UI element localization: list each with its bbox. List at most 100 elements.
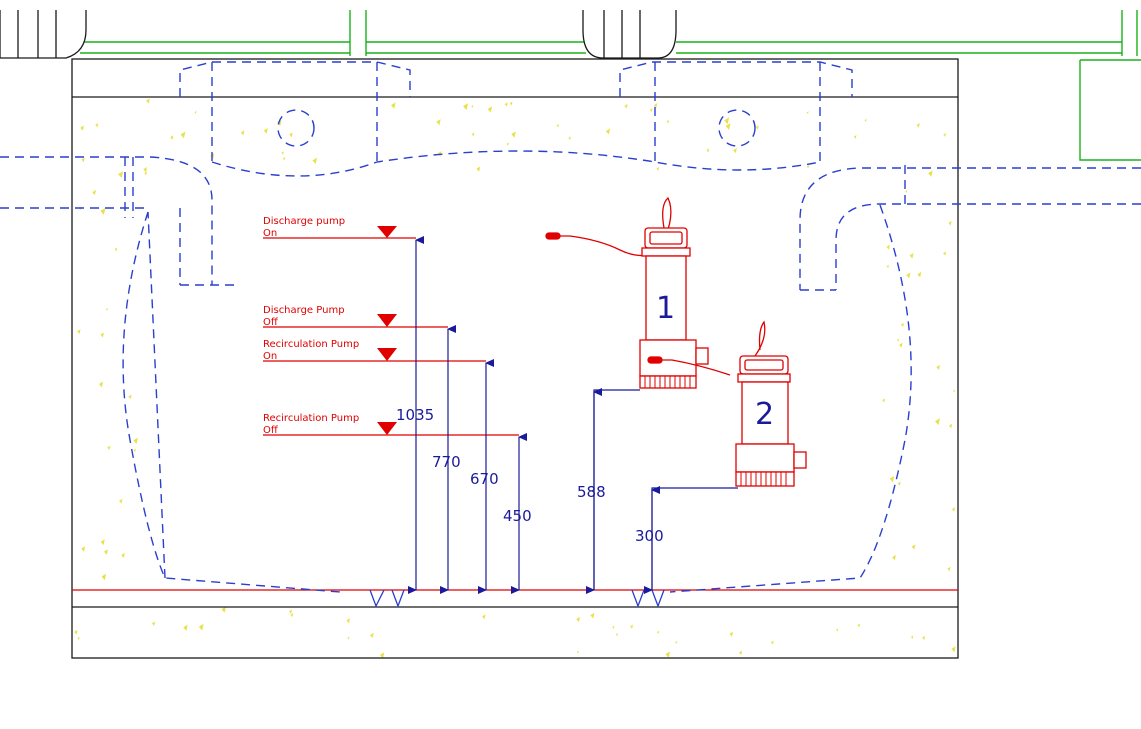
pump-1-label: 1 (656, 291, 675, 326)
pump-2 (735, 320, 807, 487)
green-pipes (80, 10, 1141, 161)
speckle (81, 157, 85, 163)
speckle (100, 332, 104, 338)
speckle (864, 118, 867, 122)
speckle (886, 264, 889, 269)
speckle (899, 342, 903, 348)
speckle (556, 123, 559, 128)
speckle (240, 130, 245, 136)
speckle (198, 623, 204, 631)
speckle (390, 102, 396, 109)
speckle (675, 641, 678, 644)
level-marker-icon (377, 348, 397, 361)
level-label-discharge-off: Discharge Pump (263, 305, 345, 316)
speckle (369, 632, 374, 639)
speckle (74, 629, 78, 635)
speckle (943, 133, 947, 137)
chamber-outline (71, 58, 959, 659)
speckle (568, 136, 571, 141)
dimension-lines (408, 236, 738, 594)
dim-recirc-off: 450 (503, 507, 532, 525)
speckle (615, 633, 618, 637)
speckle (909, 253, 914, 259)
speckle (511, 131, 516, 138)
speckle (576, 616, 580, 623)
speckle (948, 221, 952, 226)
speckle (290, 612, 294, 618)
level-state-discharge-on: On (263, 228, 277, 239)
speckle (653, 103, 658, 108)
speckle (951, 646, 956, 653)
speckle (146, 98, 150, 104)
speckle (476, 166, 481, 172)
level-marker-icon (377, 422, 397, 435)
speckle (346, 618, 351, 624)
speckle (666, 119, 670, 124)
speckle (612, 625, 615, 629)
speckle (857, 623, 861, 628)
speckle (665, 651, 671, 658)
speckle (928, 170, 933, 177)
level-recirc-on: Recirculation Pump On (263, 339, 486, 362)
pump-1 (545, 196, 731, 389)
level-discharge-on: Discharge pump On (263, 216, 416, 239)
speckle (835, 628, 839, 632)
hidden-tank-outline (0, 61, 1141, 593)
dimension-labels: 1035 770 670 450 588 300 (396, 406, 664, 545)
speckle (81, 546, 86, 552)
speckle (886, 244, 890, 250)
level-label-recirc-on: Recirculation Pump (263, 339, 359, 350)
dim-discharge-off: 770 (432, 453, 461, 471)
speckle (943, 251, 947, 256)
speckle (951, 507, 956, 512)
speckle (128, 394, 132, 400)
speckle (95, 123, 99, 128)
level-state-recirc-off: Off (263, 425, 279, 436)
speckle (170, 135, 174, 140)
speckle (900, 322, 904, 327)
speckle (733, 148, 737, 154)
level-switches: Discharge pump On Discharge Pump Off Rec… (263, 216, 519, 436)
speckle (114, 247, 118, 252)
level-marker-icon (377, 314, 397, 327)
speckle (77, 636, 80, 640)
speckle (487, 106, 493, 113)
speckle (806, 111, 809, 115)
speckle (911, 544, 916, 550)
speckle (347, 636, 350, 640)
pump-2-label: 2 (755, 397, 774, 432)
speckle (504, 102, 508, 107)
speckle (896, 338, 900, 342)
manhole-cover-left (0, 10, 87, 59)
level-state-recirc-on: On (263, 351, 277, 362)
speckle (107, 445, 111, 450)
speckle (98, 381, 104, 388)
speckle (889, 475, 895, 483)
manhole-cover-right (582, 10, 677, 59)
speckle (905, 189, 908, 194)
speckle (706, 148, 710, 153)
speckle (806, 164, 810, 169)
speckle (576, 650, 579, 654)
speckle (143, 167, 148, 173)
speckle (312, 157, 318, 164)
speckle (897, 481, 901, 486)
speckle (910, 635, 914, 639)
speckle (282, 157, 286, 161)
speckle (770, 640, 774, 645)
speckle (105, 307, 108, 311)
speckle (100, 207, 106, 215)
speckle (916, 123, 920, 128)
speckle (180, 131, 186, 139)
speckle (906, 272, 911, 279)
dim-discharge-on: 1035 (396, 406, 434, 424)
level-label-discharge-on: Discharge pump (263, 216, 345, 227)
dim-recirc-on: 670 (470, 470, 499, 488)
dim-pump-1: 588 (577, 483, 606, 501)
speckle (144, 171, 147, 176)
speckle (509, 101, 513, 106)
speckle (133, 437, 138, 445)
speckle (882, 398, 886, 403)
speckle (151, 621, 156, 626)
